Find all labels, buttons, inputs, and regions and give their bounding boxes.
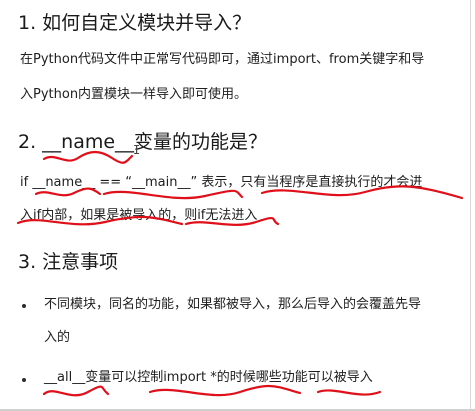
bullet-1-line-1: 不同模块，同名的功能，如果都被导入，那么后导入的会覆盖先导 <box>44 297 422 312</box>
section-1-heading: 1. 如何自定义模块并导入？ <box>18 12 252 34</box>
bullet-2-line-1: __all__变量可以控制import *的时候哪些功能可以被导入 <box>44 370 373 385</box>
page-bottom-border <box>0 409 475 411</box>
page-right-border <box>470 0 471 411</box>
bullet-dot-1 <box>22 304 26 308</box>
section-2-line-1: if __name__ == “__main__” 表示，只有当程序是直接执行的… <box>20 175 423 190</box>
annotation-underline-control-import <box>148 384 302 397</box>
section-2-heading: 2. __name__变量的功能是？ <box>18 131 268 153</box>
section-2-line-2: 入if内部，如果是被导入的，则if无法进入 <box>20 208 258 223</box>
annotation-underline-import-suffix <box>316 389 382 396</box>
section-1-line-2: 入Python内置模块一样导入即可使用。 <box>20 87 248 102</box>
bullet-1-line-2: 入的 <box>44 330 71 345</box>
section-3-heading: 3. 注意事项 <box>18 251 119 273</box>
bullet-dot-2 <box>22 378 26 382</box>
text-cursor-icon: I <box>133 143 141 157</box>
section-1-line-1: 在Python代码文件中正常写代码即可，通过import、from关键字和导 <box>20 52 425 67</box>
annotation-underline-all <box>42 385 110 397</box>
